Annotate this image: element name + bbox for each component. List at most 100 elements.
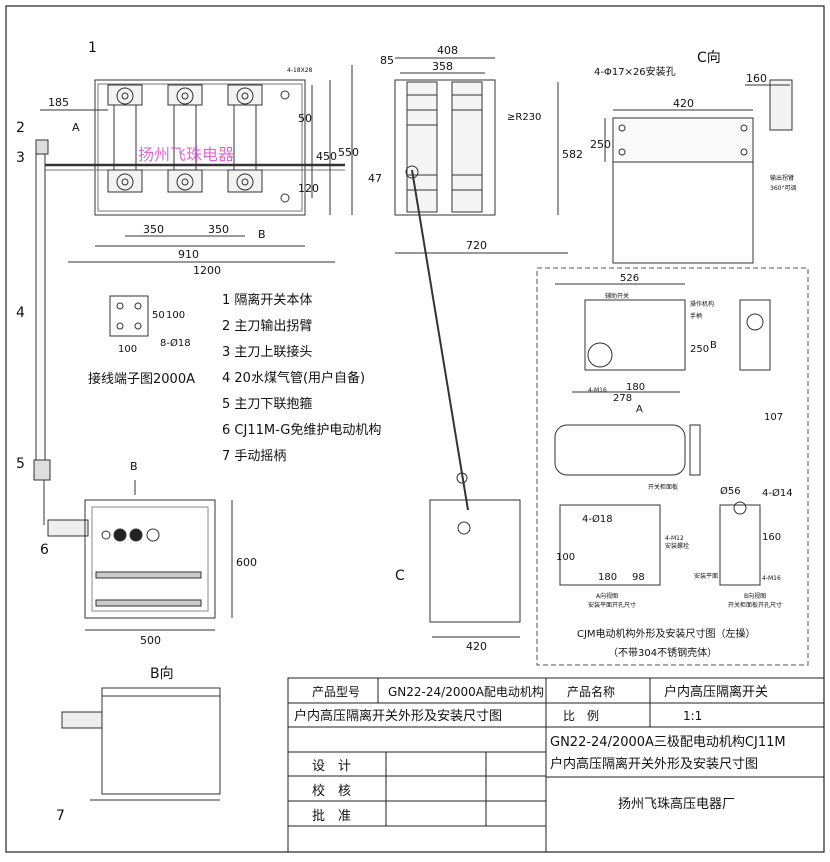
tb-drawing-title: 户内高压隔离开关外形及安装尺寸图 [294,708,502,724]
side-arrow-c: C [395,568,405,584]
side-dim-358: 358 [432,60,453,73]
title-block [287,677,825,853]
dim-450: 450 [316,150,337,163]
terminal-detail [109,295,149,337]
mech-aux-switch: 辅助开关 [605,292,629,300]
dim-185: 185 [48,96,69,109]
dim-1200: 1200 [193,264,221,277]
legend-item-7: 7 手动摇柄 [222,449,286,464]
c-view-dim-160: 160 [746,72,767,85]
dim-350-right: 350 [208,223,229,236]
tb-company: 扬州飞珠高压电器厂 [618,796,735,812]
pole-1 [107,84,143,193]
tb-scale-value: 1:1 [683,709,702,723]
mech-dim-160: 160 [762,532,781,543]
mech-4-18: 4-Ø18 [582,513,613,525]
dim-550: 550 [338,146,359,159]
legend-item-2: 2 主刀输出拐臂 [222,318,312,334]
mech-note-b2: 开关柜面板开孔尺寸 [728,601,782,609]
legend-item-5: 5 主刀下联抱箍 [222,396,312,412]
terminal-dim-100a: 100 [118,344,137,355]
c-view-output-arm: 输出拐臂 [770,174,794,182]
terminal-texts: 100 50 100 8-Ø18 接线端子图2000A [88,310,195,387]
c-view-title: C向 [697,50,721,66]
cabinet-texts: 600 500 B [130,460,257,647]
mech-dim-180b: 180 [598,572,617,583]
side-mechanism-box [429,499,521,623]
drive-pipe [35,144,46,466]
mechanism-texts: 526 250 278 180 107 4-M16 辅助开关 操作机构 手柄 A… [556,273,793,659]
front-view [33,65,353,537]
callout-3: 3 [16,150,25,166]
mech-m16: 4-M16 [588,387,607,394]
side-dim-85: 85 [380,54,394,67]
dim-hole: 4-18X28 [287,67,313,74]
side-dim-r230: ≥R230 [507,112,541,123]
motor-cabinet [84,480,233,631]
mech-operating: 操作机构 [690,300,714,308]
legend-item-4: 4 20水煤气管(用户自备) [222,370,365,386]
tb-check: 校 核 [312,783,351,799]
side-dim-420: 420 [466,640,487,653]
mech-bolt: 安装螺栓 [665,542,689,550]
tb-scale-label: 比 例 [563,709,599,723]
mech-dim-278: 278 [613,393,632,404]
c-view-holes: 4-Φ17×26安装孔 [594,65,676,78]
side-view-texts: 408 358 85 47 582 ≥R230 720 420 C [368,44,583,653]
mech-note-a: A向视图 [596,592,618,600]
pole-2 [167,84,203,193]
mech-m16b: 4-M16 [762,575,781,582]
tb-approve: 批 准 [312,809,351,824]
dim-350-left: 350 [143,223,164,236]
mech-4-14: 4-Ø14 [762,487,793,499]
legend-item-3: 3 主刀上联接头 [222,344,312,360]
tb-main-title-1: GN22-24/2000A三极配电动机构CJ11M [550,735,786,750]
arrow-a-label: A [72,121,80,134]
mech-arrow-b: B [710,340,717,351]
mech-panel-label: 开关柜面板 [648,483,678,491]
mech-dim-250: 250 [690,344,709,355]
side-dim-47: 47 [368,172,382,185]
b-view [61,687,221,801]
parts-legend: 1 隔离开关本体 2 主刀输出拐臂 3 主刀上联接头 4 20水煤气管(用户自备… [222,292,381,464]
mech-m12: 4-M12 [665,535,684,542]
mech-handle: 手柄 [690,312,702,320]
side-dim-582: 582 [562,148,583,161]
arrow-b-label: B [258,228,266,241]
callout-7: 7 [56,808,65,824]
mech-dim-98: 98 [632,572,645,583]
mech-arrow-a: A [636,404,643,415]
cabinet-dim-600: 600 [236,556,257,569]
watermark: 扬州飞珠电器 [138,145,234,164]
side-dim-408: 408 [437,44,458,57]
callout-1: 1 [88,40,97,56]
front-view-texts: 185 1200 910 350 350 550 450 50 120 4-18… [16,40,359,824]
callout-4: 4 [16,305,25,321]
dim-120: 120 [298,182,319,195]
terminal-dim-50: 50 [152,310,165,321]
c-view-texts: C向 4-Φ17×26安装孔 420 250 160 输出拐臂 360°可调 [590,50,796,192]
tb-model-label: 产品型号 [312,685,360,699]
callout-6: 6 [40,542,49,558]
b-view-title: B向 [150,666,174,682]
tb-name-label: 产品名称 [567,684,615,699]
cabinet-arrow-b: B [130,460,138,473]
terminal-dim-100b: 100 [166,310,185,321]
callout-2: 2 [16,120,25,136]
legend-item-1: 1 隔离开关本体 [222,292,312,308]
side-view [394,57,568,638]
c-view-dim-250: 250 [590,138,611,151]
callout-5: 5 [16,456,25,472]
mech-caption2: （不带304不锈钢壳体） [608,646,717,659]
mech-dim-107: 107 [764,412,783,423]
mech-phi56: Ø56 [720,485,741,497]
mech-dim-180: 180 [626,382,645,393]
legend-item-6: 6 CJ11M-G免维护电动机构 [222,423,381,438]
mechanism-detail-frame [536,267,809,666]
dim-50: 50 [298,112,312,125]
cabinet-dim-500: 500 [140,634,161,647]
mech-dim-100: 100 [556,552,575,563]
tb-design: 设 计 [312,759,351,774]
